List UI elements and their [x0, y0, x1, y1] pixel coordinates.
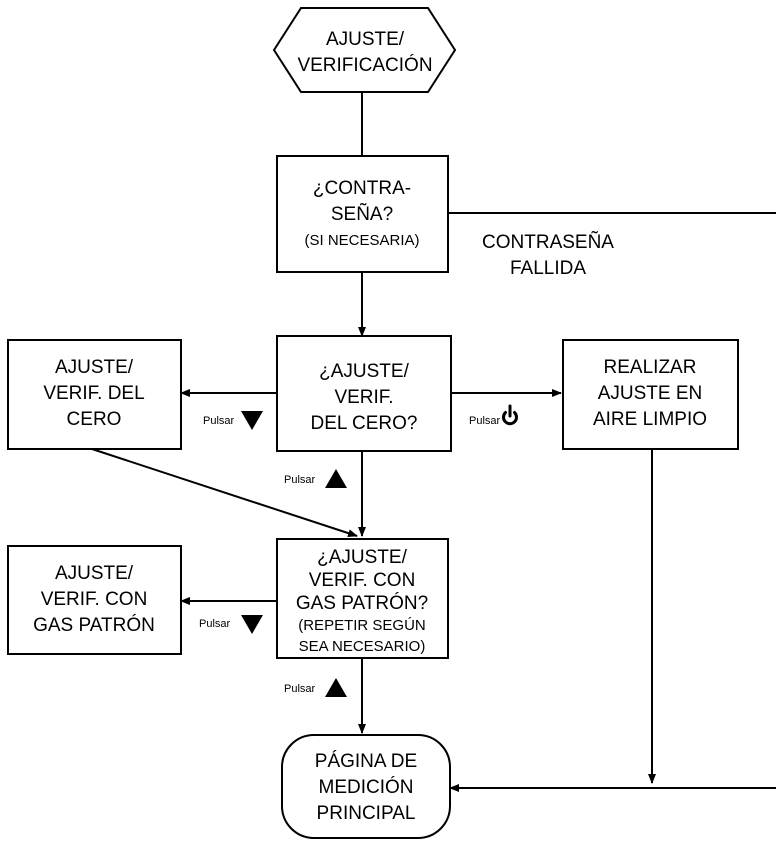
- span-decision-node: ¿AJUSTE/ VERIF. CON GAS PATRÓN? (REPETIR…: [276, 538, 449, 659]
- press-label: Pulsar: [284, 683, 316, 695]
- span-decision-line-4: (REPETIR SEGÚN: [298, 617, 426, 634]
- edge-zero-adjust-to-span: [91, 448, 358, 537]
- press-label: Pulsar: [199, 618, 231, 630]
- start-node: AJUSTE/ VERIFICACIÓN: [272, 7, 457, 93]
- fresh-air-node: REALIZAR AJUSTE EN AIRE LIMPIO: [562, 339, 739, 450]
- main-page-line-2: MEDICIÓN: [319, 776, 414, 798]
- zero-decision-line-2: VERIF.: [334, 387, 393, 408]
- span-decision-line-1: ¿AJUSTE/: [317, 547, 407, 568]
- press-power-fresh-air: Pulsar: [469, 404, 518, 427]
- span-adjust-line-3: GAS PATRÓN: [33, 614, 155, 636]
- span-adjust-line-2: VERIF. CON: [41, 589, 148, 610]
- up-triangle-icon: [325, 469, 347, 488]
- span-decision-line-2: VERIF. CON: [309, 570, 416, 591]
- password-line-3: (SI NECESARIA): [304, 232, 419, 249]
- span-adjust-line-1: AJUSTE/: [55, 563, 134, 584]
- zero-adjust-line-2: VERIF. DEL: [43, 383, 144, 404]
- press-label: Pulsar: [284, 474, 316, 486]
- span-adjust-node: AJUSTE/ VERIF. CON GAS PATRÓN: [7, 545, 182, 655]
- fresh-air-line-3: AIRE LIMPIO: [593, 409, 707, 430]
- press-up-zero: Pulsar: [284, 469, 347, 488]
- zero-adjust-line-3: CERO: [67, 409, 122, 430]
- press-down-zero: Pulsar: [203, 411, 263, 430]
- password-failed-label: CONTRASEÑA FALLIDA: [482, 231, 614, 279]
- down-triangle-icon: [241, 411, 263, 430]
- main-page-line-3: PRINCIPAL: [317, 803, 416, 824]
- span-decision-line-5: SEA NECESARIO): [299, 638, 426, 655]
- press-up-span: Pulsar: [284, 678, 347, 697]
- press-label: Pulsar: [203, 415, 235, 427]
- password-line-1: ¿CONTRA-: [313, 178, 411, 199]
- up-triangle-icon: [325, 678, 347, 697]
- press-down-span: Pulsar: [199, 615, 263, 634]
- press-label: Pulsar: [469, 415, 501, 427]
- password-failed-line-2: FALLIDA: [510, 258, 586, 279]
- zero-decision-node: ¿AJUSTE/ VERIF. DEL CERO?: [276, 335, 452, 452]
- zero-decision-line-1: ¿AJUSTE/: [319, 361, 409, 382]
- zero-adjust-line-1: AJUSTE/: [55, 357, 134, 378]
- zero-adjust-node: AJUSTE/ VERIF. DEL CERO: [7, 339, 182, 450]
- main-page-node: PÁGINA DE MEDICIÓN PRINCIPAL: [281, 734, 451, 839]
- password-line-2: SEÑA?: [331, 203, 393, 225]
- fresh-air-line-2: AJUSTE EN: [598, 383, 703, 404]
- password-decision-node: ¿CONTRA- SEÑA? (SI NECESARIA): [276, 155, 449, 273]
- start-line-2: VERIFICACIÓN: [297, 54, 432, 76]
- span-decision-line-3: GAS PATRÓN?: [296, 592, 428, 614]
- zero-decision-line-3: DEL CERO?: [311, 413, 418, 434]
- fresh-air-line-1: REALIZAR: [604, 357, 697, 378]
- start-line-1: AJUSTE/: [326, 29, 405, 50]
- power-icon: [502, 404, 518, 426]
- password-failed-line-1: CONTRASEÑA: [482, 231, 614, 253]
- main-page-line-1: PÁGINA DE: [315, 751, 417, 772]
- down-triangle-icon: [241, 615, 263, 634]
